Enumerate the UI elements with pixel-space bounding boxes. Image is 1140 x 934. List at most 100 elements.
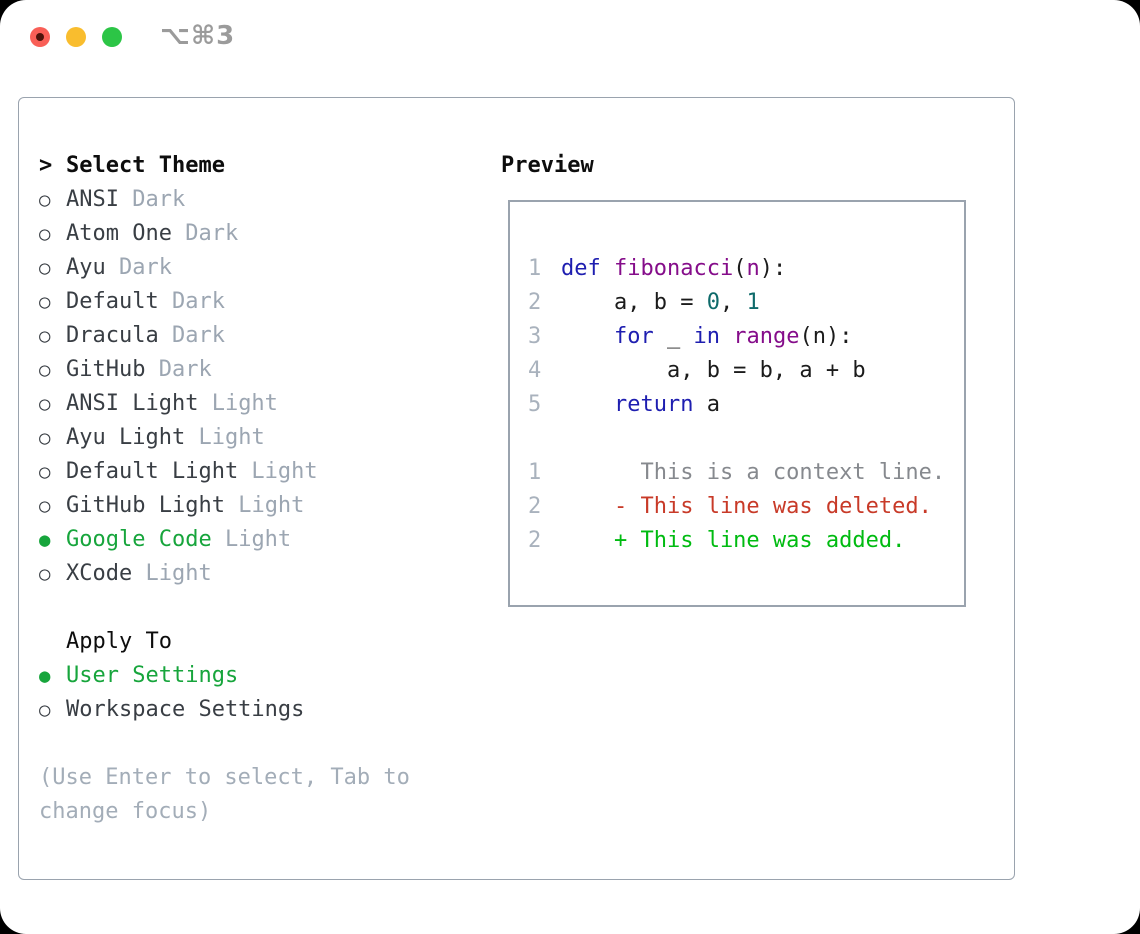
- line-number: 1: [528, 460, 542, 485]
- theme-variant: Light: [211, 527, 292, 552]
- code-line: 5 return a: [528, 388, 945, 422]
- theme-variant: Dark: [105, 255, 172, 280]
- theme-option-github[interactable]: ○ GitHub Dark: [39, 353, 410, 387]
- line-number: 2: [528, 290, 542, 315]
- theme-option-atom-one[interactable]: ○ Atom One Dark: [39, 217, 410, 251]
- line-number: 3: [528, 324, 542, 349]
- diff-text: This is a context line.: [561, 460, 946, 485]
- theme-variant: Light: [185, 425, 265, 450]
- theme-option-dracula[interactable]: ○Dracula Dark: [39, 319, 410, 353]
- theme-option-default-light[interactable]: ○ Default Light Light: [39, 455, 410, 489]
- radio-selected-icon: ●: [39, 665, 51, 687]
- close-dot-icon: [36, 33, 44, 41]
- apply-option-workspace-settings[interactable]: ○ Workspace Settings: [39, 693, 410, 727]
- radio-selected-icon: ●: [39, 529, 51, 551]
- theme-variant: Dark: [145, 357, 212, 382]
- theme-name: GitHub: [66, 357, 146, 382]
- diff-line-deleted: 2 - This line was deleted.: [528, 490, 945, 524]
- theme-variant: Light: [198, 391, 278, 416]
- radio-unselected-icon: ○: [39, 393, 51, 415]
- theme-name: GitHub Light: [66, 493, 225, 518]
- theme-option-google-code[interactable]: ● Google Code Light: [39, 523, 410, 557]
- code-text: return a: [613, 392, 720, 417]
- diff-line-added: 2 + This line was added.: [528, 524, 945, 558]
- hint-line-1: (Use Enter to select, Tab to: [39, 765, 410, 790]
- theme-variant: Dark: [171, 221, 239, 246]
- apply-to-label: Apply To: [66, 629, 172, 654]
- radio-unselected-icon: ○: [39, 189, 51, 211]
- hint-line-2: change focus): [39, 799, 212, 824]
- code-line: 3 for _ in range(n):: [528, 320, 945, 354]
- apply-gap: [39, 727, 410, 761]
- line-number: 4: [528, 358, 542, 383]
- theme-variant: Light: [132, 561, 212, 586]
- theme-option-default[interactable]: ○ Default Dark: [39, 285, 410, 319]
- line-number: 2: [528, 494, 542, 519]
- cursor-icon: >: [39, 153, 53, 178]
- code-line: 1 def fibonacci(n):: [528, 252, 945, 286]
- theme-option-ayu-light[interactable]: ○ Ayu Light Light: [39, 421, 410, 455]
- code-text: a, b = b, a + b: [561, 358, 866, 383]
- theme-name: Dracula: [66, 323, 159, 348]
- theme-name: XCode: [66, 561, 133, 586]
- theme-variant: Dark: [118, 187, 186, 212]
- theme-list-items: ○ ANSI Dark ○ Atom One Dark ○ Ayu Dark ○ Defaul…: [39, 183, 410, 591]
- list-gap: [39, 591, 410, 625]
- close-button[interactable]: [30, 27, 50, 47]
- apply-option-user-settings[interactable]: ●User Settings: [39, 659, 410, 693]
- minimize-button[interactable]: [66, 27, 86, 47]
- theme-picker-panel: > Select Theme ○ ANSI Dark ○ Atom One Dark ○ A…: [18, 97, 1015, 880]
- code-text: def fibonacci(n):: [561, 256, 787, 281]
- theme-list-header: > Select Theme: [39, 149, 410, 183]
- apply-to-indent: [39, 625, 66, 659]
- radio-unselected-icon: ○: [39, 495, 51, 517]
- diff-text: + This line was added.: [561, 528, 906, 553]
- radio-unselected-icon: ○: [39, 325, 51, 347]
- theme-name: Ayu: [66, 255, 106, 280]
- theme-name: Atom One: [66, 221, 172, 246]
- theme-variant: Light: [224, 493, 305, 518]
- radio-unselected-icon: ○: [39, 359, 51, 381]
- theme-name: Default: [66, 289, 159, 314]
- window-title-shortcut: ⌥⌘3: [160, 21, 236, 51]
- radio-unselected-icon: ○: [39, 291, 51, 313]
- diff-text: - This line was deleted.: [561, 494, 932, 519]
- radio-unselected-icon: ○: [39, 257, 51, 279]
- theme-name: ANSI: [66, 187, 119, 212]
- code-text: a, b = 0, 1: [561, 290, 760, 315]
- left-column: > Select Theme ○ ANSI Dark ○ Atom One Dark ○ A…: [39, 149, 410, 829]
- theme-option-github-light[interactable]: ○ GitHub Light Light: [39, 489, 410, 523]
- theme-variant: Dark: [158, 289, 225, 314]
- code-diff-gap: [528, 422, 945, 456]
- apply-to-header: Apply To: [39, 625, 410, 659]
- code-text: for _ in range(n):: [613, 324, 853, 349]
- theme-option-ansi-light[interactable]: ○ ANSI Light Light: [39, 387, 410, 421]
- select-theme-label: Select Theme: [66, 153, 225, 178]
- theme-name: Default Light: [66, 459, 239, 484]
- apply-option-name: Workspace Settings: [66, 697, 305, 722]
- line-number: 1: [528, 256, 542, 281]
- theme-name: ANSI Light: [66, 391, 199, 416]
- radio-unselected-icon: ○: [39, 563, 51, 585]
- diff-line-context: 1 This is a context line.: [528, 456, 945, 490]
- radio-unselected-icon: ○: [39, 427, 51, 449]
- theme-variant: Light: [238, 459, 318, 484]
- radio-unselected-icon: ○: [39, 223, 51, 245]
- theme-name: Google Code: [66, 527, 212, 552]
- theme-option-ansi[interactable]: ○ ANSI Dark: [39, 183, 410, 217]
- apply-options: ●User Settings ○ Workspace Settings: [39, 659, 410, 727]
- radio-unselected-icon: ○: [39, 461, 51, 483]
- line-number: 2: [528, 528, 542, 553]
- theme-option-ayu[interactable]: ○ Ayu Dark: [39, 251, 410, 285]
- radio-unselected-icon: ○: [39, 699, 51, 721]
- preview-title: Preview: [501, 153, 594, 178]
- line-number: 5: [528, 392, 542, 417]
- code-line: 2 a, b = 0, 1: [528, 286, 945, 320]
- theme-option-xcode[interactable]: ○ XCode Light: [39, 557, 410, 591]
- code-line: 4 a, b = b, a + b: [528, 354, 945, 388]
- theme-name: Ayu Light: [66, 425, 186, 450]
- zoom-button[interactable]: [102, 27, 122, 47]
